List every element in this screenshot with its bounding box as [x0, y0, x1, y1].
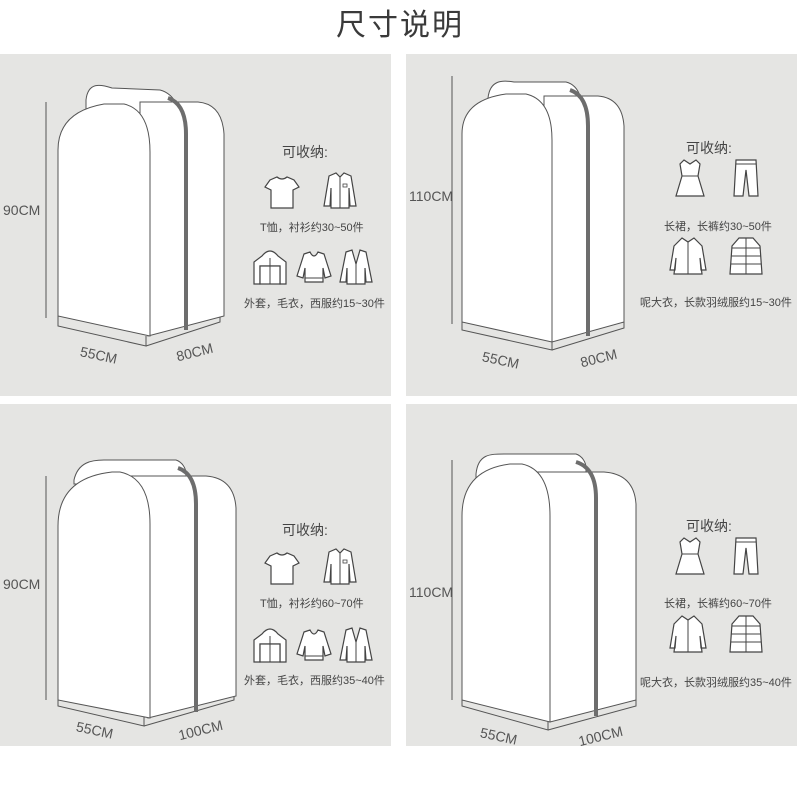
dress-icon — [675, 537, 705, 575]
garment-bag-illustration — [451, 76, 625, 351]
garment-bag-illustration — [45, 84, 225, 347]
size-panel-100x55x90: 90CM 55CM 100CM 可收纳: T恤，衬衫约60~70件 外套，毛衣，… — [0, 404, 391, 746]
capacity-title: 可收纳: — [686, 518, 732, 534]
capacity-row2-text: 外套，毛衣，西服约35~40件 — [244, 675, 385, 687]
garment-bag-illustration — [451, 453, 637, 731]
capacity-row1-text: T恤，衬衫约60~70件 — [260, 598, 364, 610]
down-jacket-icon — [729, 237, 763, 275]
capacity-row1-text: 长裙，长裤约60~70件 — [664, 598, 772, 610]
hoodie-icon — [253, 250, 287, 285]
capacity-row1-text: T恤，衬衫约30~50件 — [260, 222, 364, 234]
dress-icon — [675, 159, 705, 197]
tshirt-icon — [264, 176, 300, 209]
capacity-title: 可收纳: — [282, 522, 328, 538]
height-label: 110CM — [409, 188, 454, 204]
sweater-icon — [296, 251, 332, 283]
capacity-title: 可收纳: — [282, 144, 328, 160]
sweater-icon — [296, 629, 332, 661]
shirt-icon — [323, 548, 357, 585]
capacity-row2-text: 外套，毛衣，西服约15~30件 — [244, 298, 385, 310]
trousers-icon — [733, 537, 759, 575]
size-panel-80x55x110: 110CM 55CM 80CM 可收纳: 长裙，长裤约30~50件 呢大衣，长款… — [406, 54, 797, 396]
suit-icon — [339, 627, 373, 663]
suit-icon — [339, 249, 373, 285]
page-title: 尺寸说明 — [336, 9, 464, 42]
down-jacket-icon — [729, 615, 763, 653]
size-panel-100x55x110: 110CM 55CM 100CM 可收纳: 长裙，长裤约60~70件 呢大衣，长… — [406, 404, 797, 746]
trousers-icon — [733, 159, 759, 197]
capacity-row2-text: 呢大衣，长款羽绒服约35~40件 — [640, 677, 792, 689]
coat-icon — [669, 237, 707, 275]
hoodie-icon — [253, 628, 287, 663]
height-label: 90CM — [3, 202, 41, 218]
tshirt-icon — [264, 552, 300, 585]
height-label: 90CM — [3, 576, 41, 592]
height-label: 110CM — [409, 584, 454, 600]
capacity-row1-text: 长裙，长裤约30~50件 — [664, 221, 772, 233]
capacity-title: 可收纳: — [686, 140, 732, 156]
size-panel-80x55x90: 90CM 55CM 80CM 可收纳: T恤，衬衫约30~50件 外套，毛衣，西… — [0, 54, 391, 396]
coat-icon — [669, 615, 707, 653]
shirt-icon — [323, 172, 357, 209]
capacity-row2-text: 呢大衣，长款羽绒服约15~30件 — [640, 297, 792, 309]
garment-bag-illustration — [45, 459, 237, 727]
